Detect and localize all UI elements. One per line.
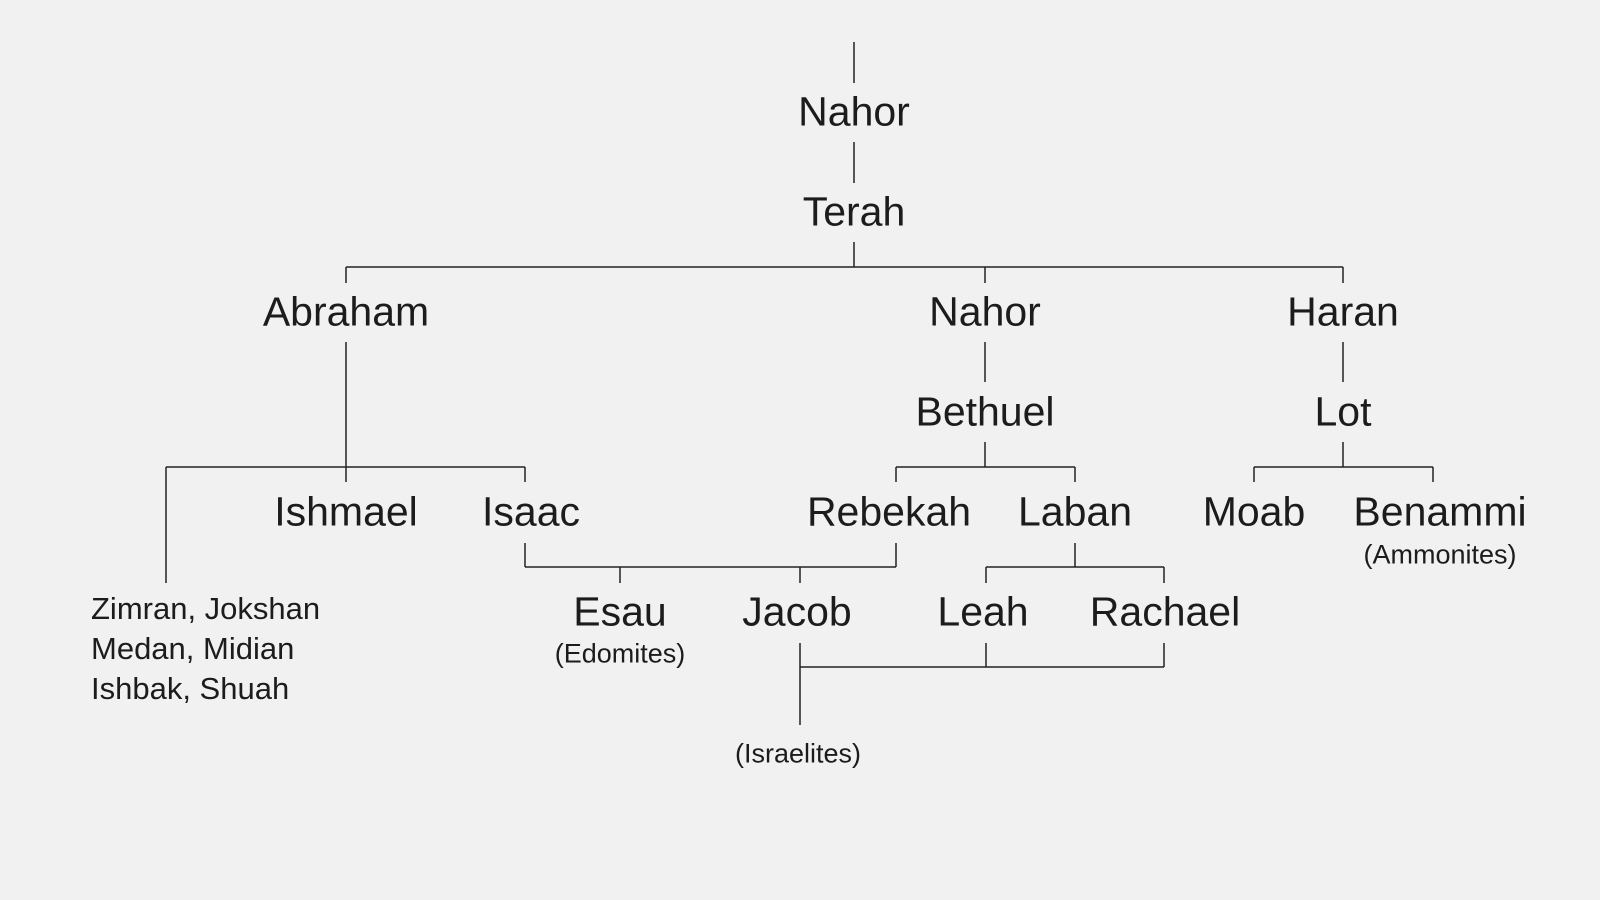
person-nahor-root: Nahor	[798, 88, 910, 135]
people-israelites: (Israelites)	[734, 738, 862, 769]
person-lot: Lot	[1314, 388, 1372, 435]
other-sons-line: Medan, Midian	[91, 631, 295, 666]
person-rebekah: Rebekah	[806, 488, 972, 535]
person-moab: Moab	[1202, 488, 1306, 535]
person-nahor-son: Nahor	[929, 288, 1041, 335]
person-jacob: Jacob	[742, 588, 852, 635]
people-edomites: (Edomites)	[554, 638, 686, 669]
person-rachael: Rachael	[1089, 588, 1241, 635]
person-laban: Laban	[1017, 488, 1133, 535]
other-sons-line: Zimran, Jokshan	[91, 591, 321, 626]
person-terah: Terah	[802, 188, 906, 235]
person-esau: Esau	[573, 588, 667, 635]
person-isaac: Isaac	[482, 488, 580, 535]
person-ishmael: Ishmael	[274, 488, 418, 535]
person-leah: Leah	[937, 588, 1029, 635]
other-sons-line: Ishbak, Shuah	[91, 671, 290, 706]
other-sons-list: Zimran, Jokshan Medan, Midian Ishbak, Sh…	[91, 589, 320, 709]
person-bethuel: Bethuel	[915, 388, 1055, 435]
person-abraham: Abraham	[262, 288, 430, 335]
person-haran: Haran	[1287, 288, 1399, 335]
people-ammonites: (Ammonites)	[1363, 539, 1517, 570]
person-benammi: Benammi	[1353, 488, 1527, 535]
